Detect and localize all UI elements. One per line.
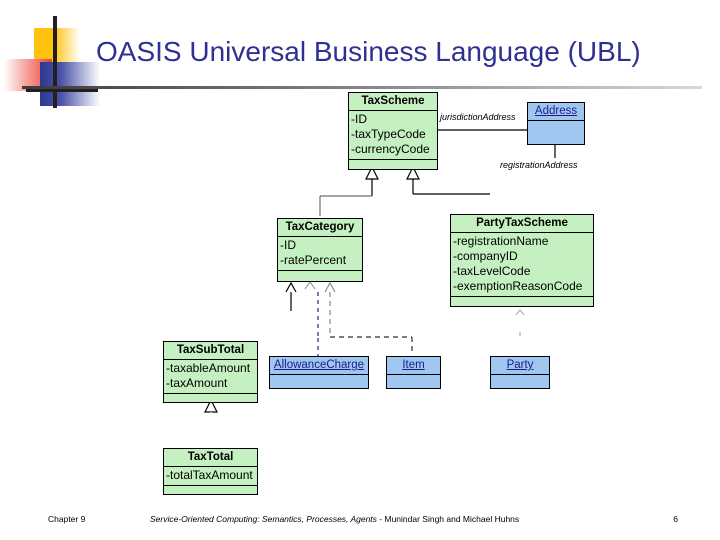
uml-class-taxcategory[interactable]: TaxCategory -ID -ratePercent: [277, 218, 363, 282]
class-name-address: Address: [528, 103, 584, 121]
uml-class-party[interactable]: Party: [490, 356, 550, 389]
uml-class-allowancecharge[interactable]: AllowanceCharge: [269, 356, 369, 389]
class-operations-taxtotal: [164, 486, 257, 499]
slide-footer: Chapter 9 Service-Oriented Computing: Se…: [0, 512, 720, 532]
class-operations-taxscheme: [349, 160, 437, 173]
class-name-party: Party: [491, 357, 549, 375]
uml-class-taxscheme[interactable]: TaxScheme -ID -taxTypeCode -currencyCode: [348, 92, 438, 170]
attribute: -taxAmount: [166, 376, 228, 390]
class-operations-allowancecharge: [270, 375, 368, 390]
uml-class-address[interactable]: Address: [527, 102, 585, 145]
class-name-item: Item: [387, 357, 440, 375]
footer-chapter: Chapter 9: [48, 514, 86, 524]
attribute: -exemptionReasonCode: [453, 279, 583, 293]
attribute: -registrationName: [453, 234, 549, 248]
page-title: OASIS Universal Business Language (UBL): [96, 36, 641, 67]
class-name-partytaxscheme: PartyTaxScheme: [451, 215, 593, 233]
footer-citation-authors: - Munindar Singh and Michael Huhns: [376, 514, 520, 524]
uml-class-taxsubtotal[interactable]: TaxSubTotal -taxableAmount -taxAmount: [163, 341, 258, 403]
attribute: -ratePercent: [280, 253, 347, 267]
class-name-allowancecharge: AllowanceCharge: [270, 357, 368, 375]
class-attributes-taxscheme: -ID -taxTypeCode -currencyCode: [349, 111, 437, 160]
uml-class-item[interactable]: Item: [386, 356, 441, 389]
logo-blue-square: [40, 62, 100, 106]
class-name-taxtotal: TaxTotal: [164, 449, 257, 467]
title-divider: [22, 86, 702, 89]
logo-yellow-square: [34, 28, 80, 64]
attribute: -taxLevelCode: [453, 264, 531, 278]
class-attributes-partytaxscheme: -registrationName -companyID -taxLevelCo…: [451, 233, 593, 297]
class-operations-taxcategory: [278, 271, 362, 284]
footer-citation-title: Service-Oriented Computing: Semantics, P…: [150, 514, 377, 524]
attribute: -ID: [351, 112, 367, 126]
logo-horizontal-bar: [26, 88, 98, 92]
class-attributes-taxsubtotal: -taxableAmount -taxAmount: [164, 360, 257, 394]
assoc-label-jurisdiction-address: jurisdictionAddress: [440, 112, 516, 122]
uml-class-taxtotal[interactable]: TaxTotal -totalTaxAmount: [163, 448, 258, 495]
class-attributes-taxtotal: -totalTaxAmount: [164, 467, 257, 486]
class-operations-item: [387, 375, 440, 390]
footer-citation: Service-Oriented Computing: Semantics, P…: [150, 514, 519, 524]
attribute: -taxTypeCode: [351, 127, 426, 141]
class-name-taxscheme: TaxScheme: [349, 93, 437, 111]
footer-page-number: 6: [673, 514, 678, 524]
class-name-taxsubtotal: TaxSubTotal: [164, 342, 257, 360]
attribute: -currencyCode: [351, 142, 430, 156]
slide-logo: [0, 12, 115, 112]
attribute: -totalTaxAmount: [166, 468, 253, 482]
class-operations-taxsubtotal: [164, 394, 257, 407]
class-name-taxcategory: TaxCategory: [278, 219, 362, 237]
class-operations-address: [528, 121, 584, 136]
logo-vertical-bar: [53, 16, 57, 108]
attribute: -ID: [280, 238, 296, 252]
assoc-label-registration-address: registrationAddress: [500, 160, 578, 170]
class-operations-partytaxscheme: [451, 297, 593, 310]
uml-class-partytaxscheme[interactable]: PartyTaxScheme -registrationName -compan…: [450, 214, 594, 307]
class-attributes-taxcategory: -ID -ratePercent: [278, 237, 362, 271]
attribute: -taxableAmount: [166, 361, 251, 375]
uml-class-diagram: TaxScheme -ID -taxTypeCode -currencyCode…: [163, 92, 594, 495]
class-operations-party: [491, 375, 549, 390]
attribute: -companyID: [453, 249, 518, 263]
